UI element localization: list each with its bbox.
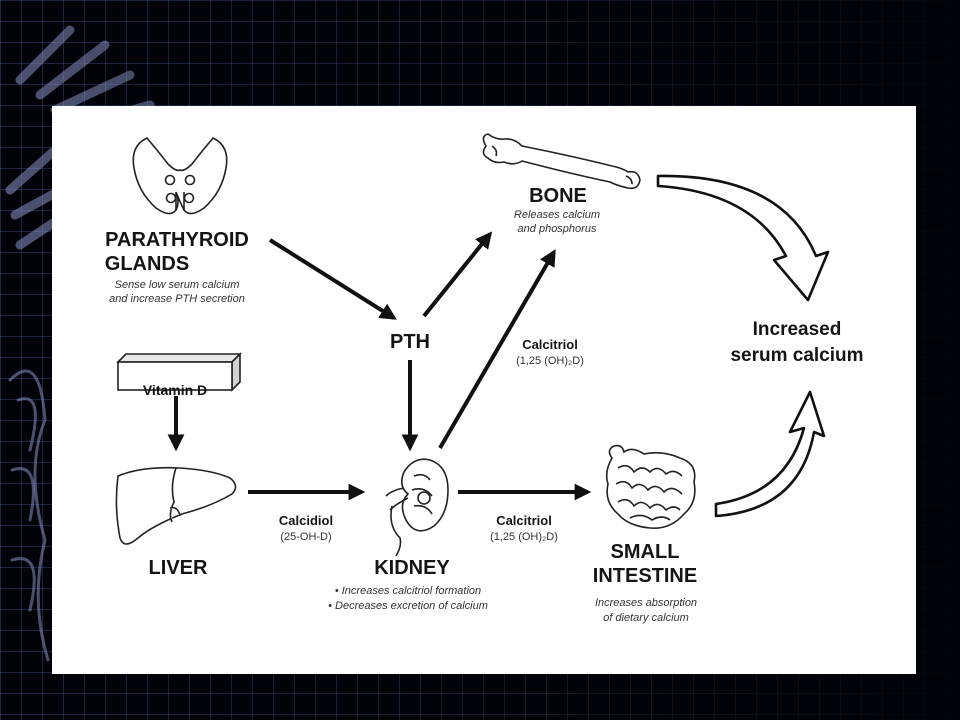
calcidiol-sub: (25-OH-D) bbox=[280, 531, 332, 543]
parathyroid-title-line1: PARATHYROID bbox=[105, 229, 249, 251]
kidney-title: KIDNEY bbox=[374, 557, 450, 579]
arrow-kidney-to-bone bbox=[438, 249, 556, 450]
curved-arrows bbox=[656, 174, 830, 518]
parathyroid-glands-icon bbox=[132, 137, 228, 215]
calcitriol-bone-sub: (1,25 (OH)₂D) bbox=[516, 355, 584, 367]
pth-title: PTH bbox=[390, 331, 430, 353]
intestine-desc-line1: Increases absorption bbox=[594, 597, 698, 609]
intestine-title-line2: INTESTINE bbox=[592, 565, 698, 587]
bone-icon bbox=[482, 133, 641, 190]
flow-arrows bbox=[167, 231, 592, 501]
kidney-bullet-1: • Increases calcitriol formation bbox=[334, 585, 482, 597]
bone-desc-line2: and phosphorus bbox=[517, 223, 597, 235]
calcidiol-label: Calcidiol bbox=[278, 513, 334, 528]
liver-icon bbox=[115, 466, 237, 545]
arrow-bone-to-result bbox=[656, 174, 830, 302]
diagram-graphics bbox=[115, 133, 830, 557]
liver-title: LIVER bbox=[148, 557, 208, 579]
small-intestine-icon bbox=[605, 444, 696, 530]
arrow-parathyroid-to-pth bbox=[268, 238, 397, 320]
bone-title: BONE bbox=[529, 185, 587, 207]
intestine-title-line1: SMALL bbox=[610, 541, 680, 563]
vitamin-d-label: Vitamin D bbox=[142, 382, 208, 398]
vitamin-d-box bbox=[116, 352, 242, 392]
parathyroid-desc-line1: Sense low serum calcium bbox=[114, 279, 240, 291]
calcitriol-bone-label: Calcitriol bbox=[522, 337, 578, 352]
result-line2: serum calcium bbox=[730, 345, 864, 366]
result-line1: Increased bbox=[752, 319, 842, 340]
parathyroid-desc-line2: and increase PTH secretion bbox=[109, 293, 245, 305]
calcitriol-intestine-sub: (1,25 (OH)₂D) bbox=[490, 531, 558, 543]
kidney-icon bbox=[385, 458, 449, 557]
bone-desc-line1: Releases calcium bbox=[513, 209, 601, 221]
arrow-intestine-to-result bbox=[714, 390, 826, 518]
calcitriol-intestine-label: Calcitriol bbox=[496, 513, 552, 528]
parathyroid-title-line2: GLANDS bbox=[104, 253, 190, 275]
calcium-regulation-diagram: PARATHYROID GLANDS Sense low serum calci… bbox=[52, 106, 916, 674]
kidney-bullet-2: • Decreases excretion of calcium bbox=[328, 600, 488, 612]
intestine-desc-line2: of dietary calcium bbox=[603, 612, 689, 624]
arrow-pth-to-bone bbox=[422, 231, 493, 318]
